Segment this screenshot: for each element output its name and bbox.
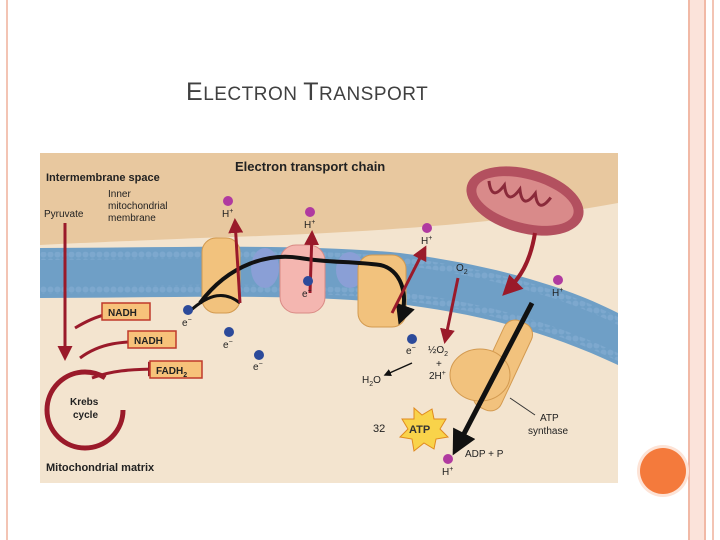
orange-accent-circle	[640, 448, 686, 494]
membrane-label-3: membrane	[108, 213, 156, 224]
electron-transport-diagram: Electron transport chain Intermembrane s…	[40, 153, 618, 483]
intermembrane-label: Intermembrane space	[46, 172, 160, 184]
frame-left-border	[6, 0, 8, 540]
membrane-label-2: mitochondrial	[108, 201, 167, 212]
krebs-label-2: cycle	[73, 410, 98, 421]
atp-count-label: 32	[373, 423, 385, 435]
heading-label: Electron transport chain	[235, 159, 385, 174]
adp-p-label: ADP + P	[465, 449, 504, 460]
frame-right-line	[712, 0, 714, 540]
plus-sign: +	[436, 359, 442, 370]
frame-right-band	[688, 0, 706, 540]
krebs-label-1: Krebs	[70, 397, 99, 408]
pyruvate-label: Pyruvate	[44, 209, 84, 220]
nadh-label-1: NADH	[108, 308, 137, 319]
slide-title: ELECTRON TRANSPORT	[186, 78, 428, 107]
atp-synthase-label-2: synthase	[528, 426, 568, 437]
atp-label: ATP	[409, 424, 430, 436]
nadh-label-2: NADH	[134, 336, 163, 347]
matrix-label: Mitochondrial matrix	[46, 462, 155, 474]
atp-synthase-label-1: ATP	[540, 413, 559, 424]
membrane-label-1: Inner	[108, 189, 131, 200]
